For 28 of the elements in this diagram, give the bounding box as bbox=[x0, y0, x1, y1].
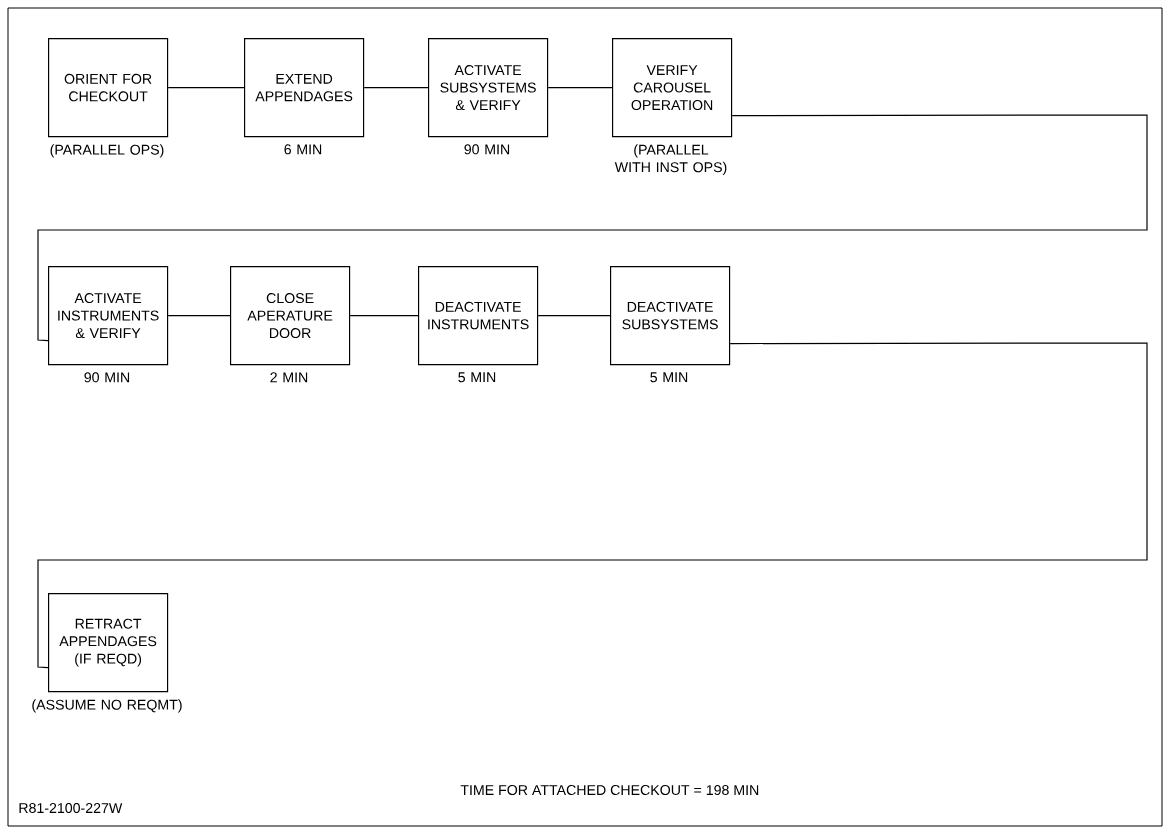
duration-label: (ASSUME NO REQMT) bbox=[32, 699, 182, 713]
connector-line bbox=[547, 87, 613, 89]
duration-label: 5 MIN bbox=[650, 372, 688, 383]
process-box: ACTIVATE SUBSYSTEMS & VERIFY bbox=[428, 38, 549, 138]
connector-line bbox=[37, 114, 1148, 342]
connector-line bbox=[37, 342, 1148, 669]
connector-line bbox=[537, 315, 611, 317]
process-box: DEACTIVATE INSTRUMENTS bbox=[418, 266, 539, 366]
process-box: RETRACT APPENDAGES (IF REQD) bbox=[48, 593, 169, 693]
process-box: ACTIVATE INSTRUMENTS & VERIFY bbox=[48, 266, 169, 366]
note-text: TIME FOR ATTACHED CHECKOUT = 198 MIN bbox=[460, 785, 759, 795]
process-box: EXTEND APPENDAGES bbox=[244, 38, 365, 138]
process-box: DEACTIVATE SUBSYSTEMS bbox=[610, 266, 731, 366]
process-box: ORIENT FOR CHECKOUT bbox=[48, 38, 169, 138]
duration-label: 5 MIN bbox=[458, 372, 496, 383]
duration-label: 2 MIN bbox=[270, 372, 308, 383]
connector-line bbox=[167, 315, 231, 317]
note-text: R81-2100-227W bbox=[19, 803, 123, 813]
duration-label: 90 MIN bbox=[84, 372, 130, 383]
duration-label: (PARALLEL WITH INST OPS) bbox=[614, 144, 727, 176]
duration-label: 90 MIN bbox=[464, 144, 510, 155]
process-box: VERIFY CAROUSEL OPERATION bbox=[612, 38, 733, 138]
connector-line bbox=[349, 315, 419, 317]
duration-label: 6 MIN bbox=[284, 144, 322, 155]
connector-line bbox=[167, 87, 245, 89]
connector-line bbox=[363, 87, 429, 89]
duration-label: (PARALLEL OPS) bbox=[50, 144, 164, 158]
process-box: CLOSE APERATURE DOOR bbox=[230, 266, 351, 366]
